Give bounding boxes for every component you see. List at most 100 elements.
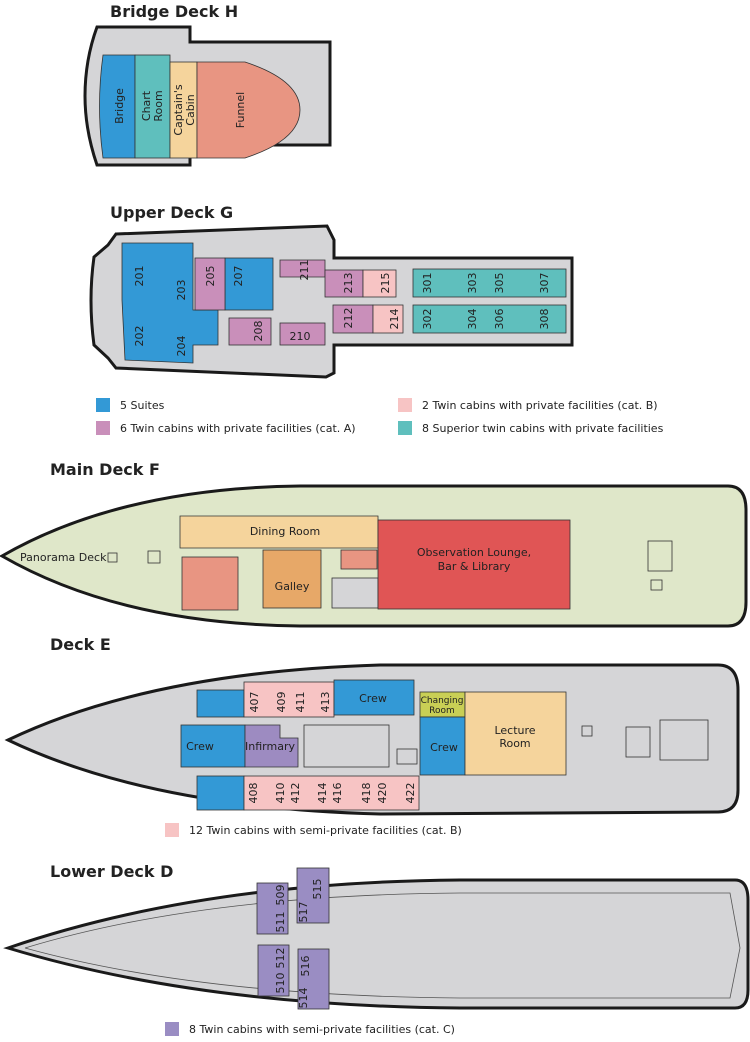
cabin-label: 207 xyxy=(232,266,245,287)
cabin-label: 407 xyxy=(248,692,261,713)
cabin-label: 205 xyxy=(204,266,217,287)
bridge-deck: Bridge Deck H Bridge Chart Room Captain'… xyxy=(83,2,332,167)
cabin-suites-left xyxy=(121,242,219,364)
legend-suites: 5 Suites xyxy=(120,399,165,412)
cabins-509-511 xyxy=(256,882,289,935)
hatch-icon xyxy=(659,719,709,761)
room-chart-room xyxy=(134,54,171,159)
label-bridge: Bridge xyxy=(113,88,126,124)
cabin-label: 512 xyxy=(274,948,287,969)
legend-swatch-cat-a xyxy=(96,421,110,435)
cabin-label: 510 xyxy=(274,973,287,994)
cabin-label: 301 xyxy=(421,273,434,294)
cabin-210 xyxy=(279,322,326,346)
room-service xyxy=(331,577,379,609)
legend-deck-e: 12 Twin cabins with semi-private facilit… xyxy=(189,824,462,837)
room-crew xyxy=(196,689,245,718)
deck-title: Main Deck F xyxy=(50,460,160,479)
deck-title: Deck E xyxy=(50,635,111,654)
cabin-label: 204 xyxy=(175,336,188,357)
cabin-205 xyxy=(194,257,226,311)
room-funnel xyxy=(196,61,301,159)
room-salmon-left xyxy=(181,556,239,611)
cabin-label: 203 xyxy=(175,280,188,301)
label-room: Room xyxy=(152,90,165,121)
room-lecture xyxy=(464,691,567,776)
cabin-label: 408 xyxy=(247,783,260,804)
deck-title: Bridge Deck H xyxy=(110,2,238,21)
label-captains: Captain's xyxy=(172,84,185,136)
cabin-label: 409 xyxy=(275,692,288,713)
cabin-label: 304 xyxy=(466,309,479,330)
cabin-label: 515 xyxy=(311,879,324,900)
label-crew: Crew xyxy=(186,740,214,753)
lower-deck-inner-line xyxy=(24,892,741,999)
cabin-label: 420 xyxy=(376,783,389,804)
cabin-label: 307 xyxy=(538,273,551,294)
lower-deck: Lower Deck D 509 511 515 517 510 512 514… xyxy=(3,862,750,1036)
cabins-510-512 xyxy=(257,944,290,997)
cabins-301-307 xyxy=(412,268,567,298)
cabin-label: 414 xyxy=(316,783,329,804)
deck-title: Lower Deck D xyxy=(50,862,173,881)
cabin-215 xyxy=(362,269,397,298)
cabins-514-516 xyxy=(297,948,330,1010)
label-room: Room xyxy=(429,706,455,716)
label-bar-library: Bar & Library xyxy=(438,560,511,573)
room-galley xyxy=(262,549,322,609)
cabin-label: 412 xyxy=(289,783,302,804)
cabin-208 xyxy=(228,317,272,346)
cabin-label: 303 xyxy=(466,273,479,294)
cabin-212 xyxy=(332,304,374,334)
cabin-label: 212 xyxy=(342,308,355,329)
room-observation-lounge xyxy=(377,519,571,610)
label-room: Room xyxy=(499,737,530,750)
legend-cat-b: 2 Twin cabins with private facilities (c… xyxy=(422,399,658,412)
cabin-label: 509 xyxy=(274,885,287,906)
label-crew: Crew xyxy=(359,692,387,705)
room-crew-bottom xyxy=(196,775,245,811)
hatch-icon xyxy=(647,540,673,572)
deck-e: Deck E Crew Crew Crew Infirmary Changing… xyxy=(4,635,740,837)
hatch-icon xyxy=(581,725,593,737)
cabin-label: 511 xyxy=(274,912,287,933)
label-infirmary: Infirmary xyxy=(245,740,295,753)
cabin-213 xyxy=(324,269,364,298)
cabin-207 xyxy=(224,257,274,311)
room-crew-top xyxy=(333,679,415,716)
hatch-icon xyxy=(107,552,118,563)
cabin-label: 517 xyxy=(297,902,310,923)
cabin-label: 215 xyxy=(379,273,392,294)
main-deck: Main Deck F Panorama Deck Dining Room Ga… xyxy=(0,460,748,628)
cabin-label: 201 xyxy=(133,266,146,287)
hatch-icon xyxy=(625,726,651,758)
cabins-407-413 xyxy=(243,681,335,718)
cabins-408-422 xyxy=(243,775,420,811)
hatch-icon xyxy=(396,748,418,765)
label-observation-lounge: Observation Lounge, xyxy=(417,546,531,559)
cabin-label: 210 xyxy=(290,330,311,343)
cabin-label: 214 xyxy=(388,309,401,330)
cabin-label: 416 xyxy=(331,783,344,804)
cabin-label: 308 xyxy=(538,309,551,330)
hatch-icon xyxy=(650,579,663,591)
room-bridge xyxy=(99,54,136,159)
room-changing xyxy=(419,691,466,718)
label-funnel: Funnel xyxy=(234,92,247,128)
hatch-icon xyxy=(147,550,161,564)
label-dining-room: Dining Room xyxy=(250,525,320,538)
legend-swatch-cat-b xyxy=(398,398,412,412)
room-captains-cabin xyxy=(169,61,198,159)
cabins-515-517 xyxy=(296,867,330,924)
legend-superior: 8 Superior twin cabins with private faci… xyxy=(422,422,664,435)
cabin-label: 516 xyxy=(299,956,312,977)
upper-deck: Upper Deck G 201 202 203 204 205 207 208… xyxy=(89,203,664,435)
cabin-label: 302 xyxy=(421,309,434,330)
lower-deck-outline xyxy=(3,878,750,1010)
legend-cat-a: 6 Twin cabins with private facilities (c… xyxy=(120,422,356,435)
cabin-label: 418 xyxy=(360,783,373,804)
label-changing: Changing xyxy=(421,696,464,706)
label-chart: Chart xyxy=(140,90,153,121)
cabin-label: 410 xyxy=(274,783,287,804)
